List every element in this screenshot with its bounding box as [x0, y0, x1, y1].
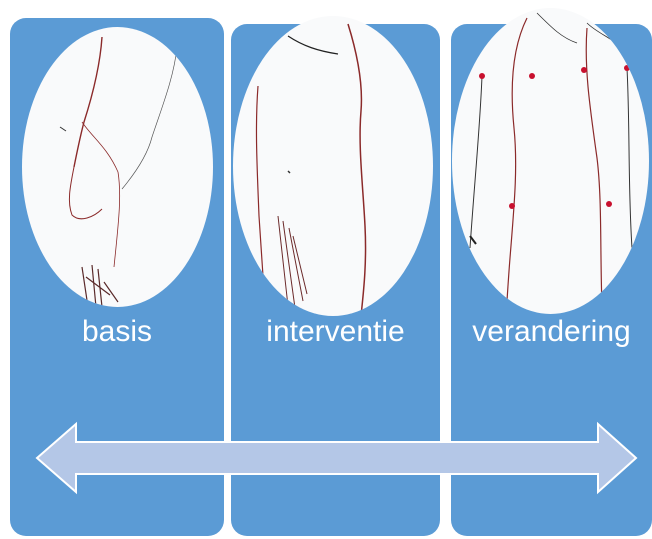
stage-label-basis: basis: [10, 315, 224, 349]
sketch-image-interventie: [233, 16, 433, 316]
sketch-image-basis: [22, 27, 213, 307]
stage-label-interventie: interventie: [231, 315, 440, 349]
stage-label-verandering: verandering: [451, 315, 652, 349]
sketch-image-verandering: [452, 8, 649, 314]
